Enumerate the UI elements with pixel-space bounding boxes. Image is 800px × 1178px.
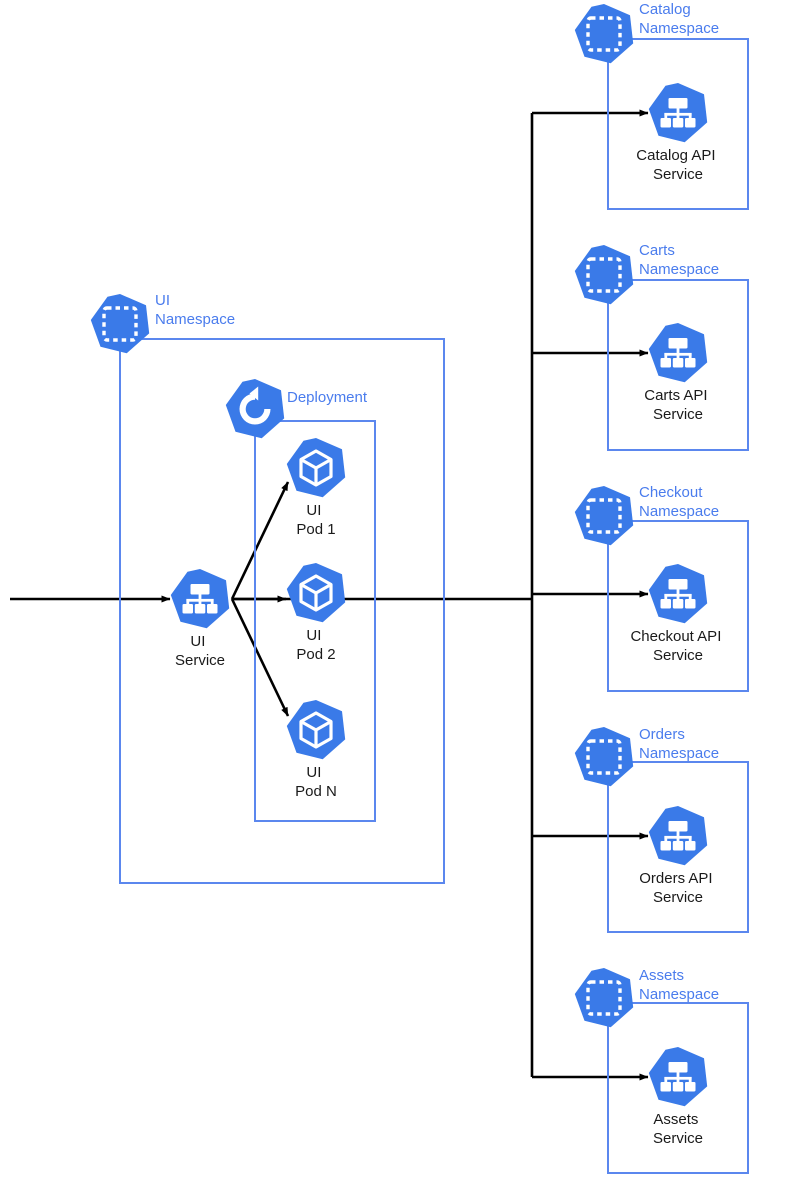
ui-service-label: UI Service: [175, 633, 225, 669]
ui-deployment-label: Deployment: [287, 389, 368, 406]
pod-icon: [285, 698, 347, 761]
deployment-icon: [225, 379, 285, 439]
service-icon: [648, 564, 708, 624]
namespace-icon: [573, 2, 635, 65]
namespace-icon: [573, 725, 635, 788]
assets-service-label: Assets Service: [653, 1111, 703, 1147]
service-icon: [648, 1047, 708, 1107]
service-icon: [648, 83, 708, 143]
flow-lines: [10, 109, 649, 1081]
namespace-icon: [573, 243, 635, 306]
ui-pod-1-node[interactable]: UI Pod 1: [285, 436, 347, 538]
namespace-icon: [573, 966, 635, 1030]
catalog-api-service-node[interactable]: Catalog API Service: [636, 83, 719, 183]
assets-service-node[interactable]: Assets Service: [648, 1047, 708, 1147]
service-icon: [648, 323, 708, 383]
namespace-icon: [89, 292, 151, 355]
assets-namespace-label: Assets Namespace: [639, 967, 719, 1003]
orders-namespace-group[interactable]: Orders Namespace Orders API Service: [573, 725, 749, 933]
catalog-namespace-label: Catalog Namespace: [639, 1, 719, 37]
carts-api-service-label: Carts API Service: [644, 387, 712, 423]
carts-namespace-group[interactable]: Carts Namespace Carts API Service: [573, 242, 749, 451]
ui-service-node[interactable]: UI Service: [170, 569, 230, 669]
orders-api-service-label: Orders API Service: [639, 870, 717, 906]
service-to-pod-n-arrow: [230, 598, 290, 717]
namespace-icon: [573, 484, 635, 547]
ui-namespace-group[interactable]: UI Namespace Deployment UI Service: [89, 292, 445, 884]
carts-namespace-label: Carts Namespace: [639, 242, 719, 278]
carts-api-service-node[interactable]: Carts API Service: [644, 323, 712, 423]
ui-deployment-group[interactable]: Deployment: [225, 379, 376, 822]
ui-pod-1-label: UI Pod 1: [296, 502, 335, 538]
orders-api-service-node[interactable]: Orders API Service: [639, 806, 717, 906]
pod-icon: [285, 561, 347, 624]
ui-namespace-label: UI Namespace: [155, 292, 235, 328]
ui-pod-n-node[interactable]: UI Pod N: [285, 698, 347, 800]
checkout-namespace-group[interactable]: Checkout Namespace Checkout API Service: [573, 484, 749, 692]
ui-pod-n-label: UI Pod N: [295, 764, 337, 800]
assets-namespace-group[interactable]: Assets Namespace Assets Service: [573, 966, 749, 1174]
catalog-namespace-group[interactable]: Catalog Namespace Catalog API Service: [573, 1, 749, 210]
ui-pod-2-label: UI Pod 2: [296, 627, 335, 663]
checkout-api-service-node[interactable]: Checkout API Service: [630, 564, 725, 664]
service-icon: [648, 806, 708, 866]
service-icon: [170, 569, 230, 629]
ui-pod-2-node[interactable]: UI Pod 2: [285, 561, 347, 663]
catalog-api-service-label: Catalog API Service: [636, 147, 719, 183]
checkout-namespace-label: Checkout Namespace: [639, 484, 719, 520]
orders-namespace-label: Orders Namespace: [639, 726, 719, 762]
ui-deployment-box: [254, 420, 376, 822]
service-to-pod-1-arrow: [230, 481, 290, 600]
pod-icon: [285, 436, 347, 499]
checkout-api-service-label: Checkout API Service: [630, 628, 725, 664]
